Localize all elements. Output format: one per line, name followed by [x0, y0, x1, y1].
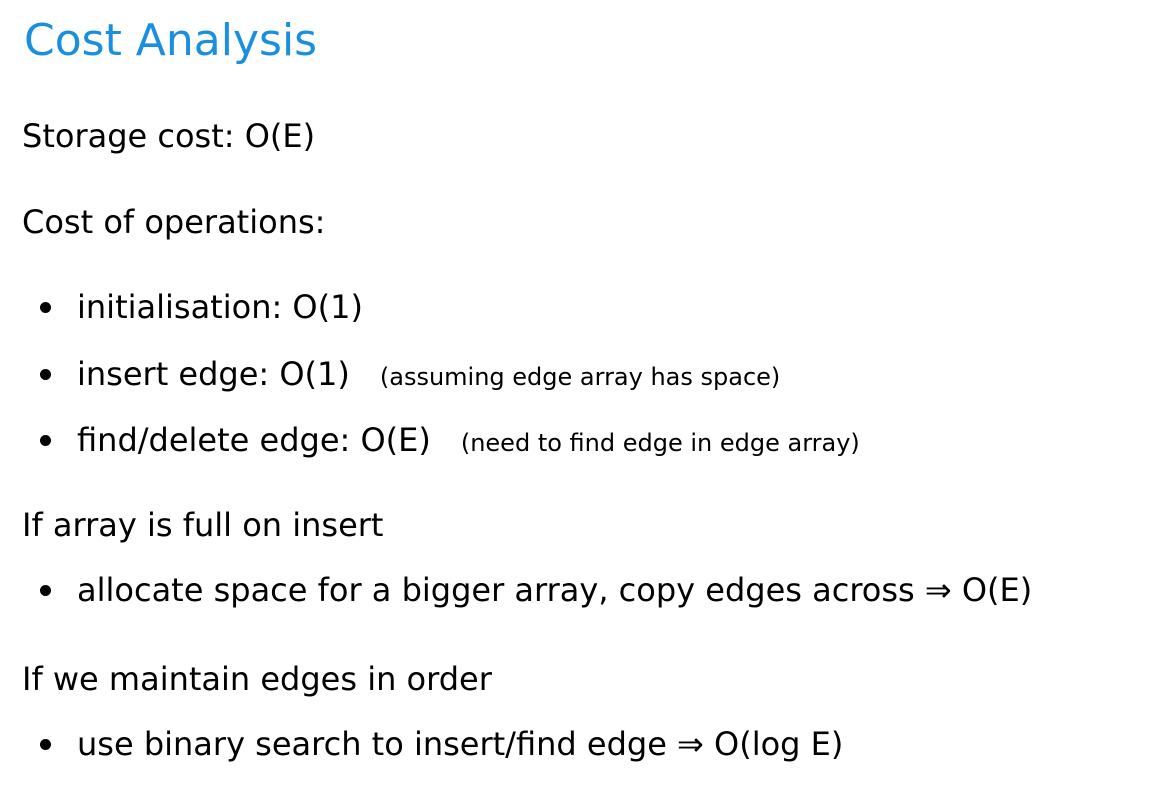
operations-heading: Cost of operations: — [22, 203, 326, 241]
bullet-icon — [40, 738, 51, 750]
bullet-note: (need to find edge in edge array) — [460, 429, 860, 457]
list-item: initialisation: O(1) — [40, 287, 363, 327]
bullet-icon — [40, 434, 51, 446]
storage-cost-line: Storage cost: O(E) — [22, 117, 316, 155]
bullet-text: find/delete edge: O(E) — [77, 421, 431, 459]
bullet-icon — [40, 301, 51, 313]
bullet-note: (assuming edge array has space) — [379, 363, 781, 391]
list-item: use binary search to insert/find edge ⇒ … — [40, 724, 843, 764]
maintain-order-heading: If we maintain edges in order — [22, 660, 492, 698]
array-full-heading: If array is full on insert — [22, 506, 384, 544]
list-item: insert edge: O(1) (assuming edge array ha… — [40, 354, 780, 397]
bullet-icon — [40, 584, 51, 596]
list-item: allocate space for a bigger array, copy … — [40, 570, 1032, 610]
page-title: Cost Analysis — [24, 15, 318, 66]
bullet-text: allocate space for a bigger array, copy … — [77, 571, 1033, 609]
bullet-text: initialisation: O(1) — [77, 288, 363, 326]
bullet-icon — [40, 368, 51, 380]
bullet-text: insert edge: O(1) — [77, 355, 350, 393]
list-item: find/delete edge: O(E) (need to find edge… — [40, 420, 860, 463]
bullet-text: use binary search to insert/find edge ⇒ … — [77, 725, 844, 763]
